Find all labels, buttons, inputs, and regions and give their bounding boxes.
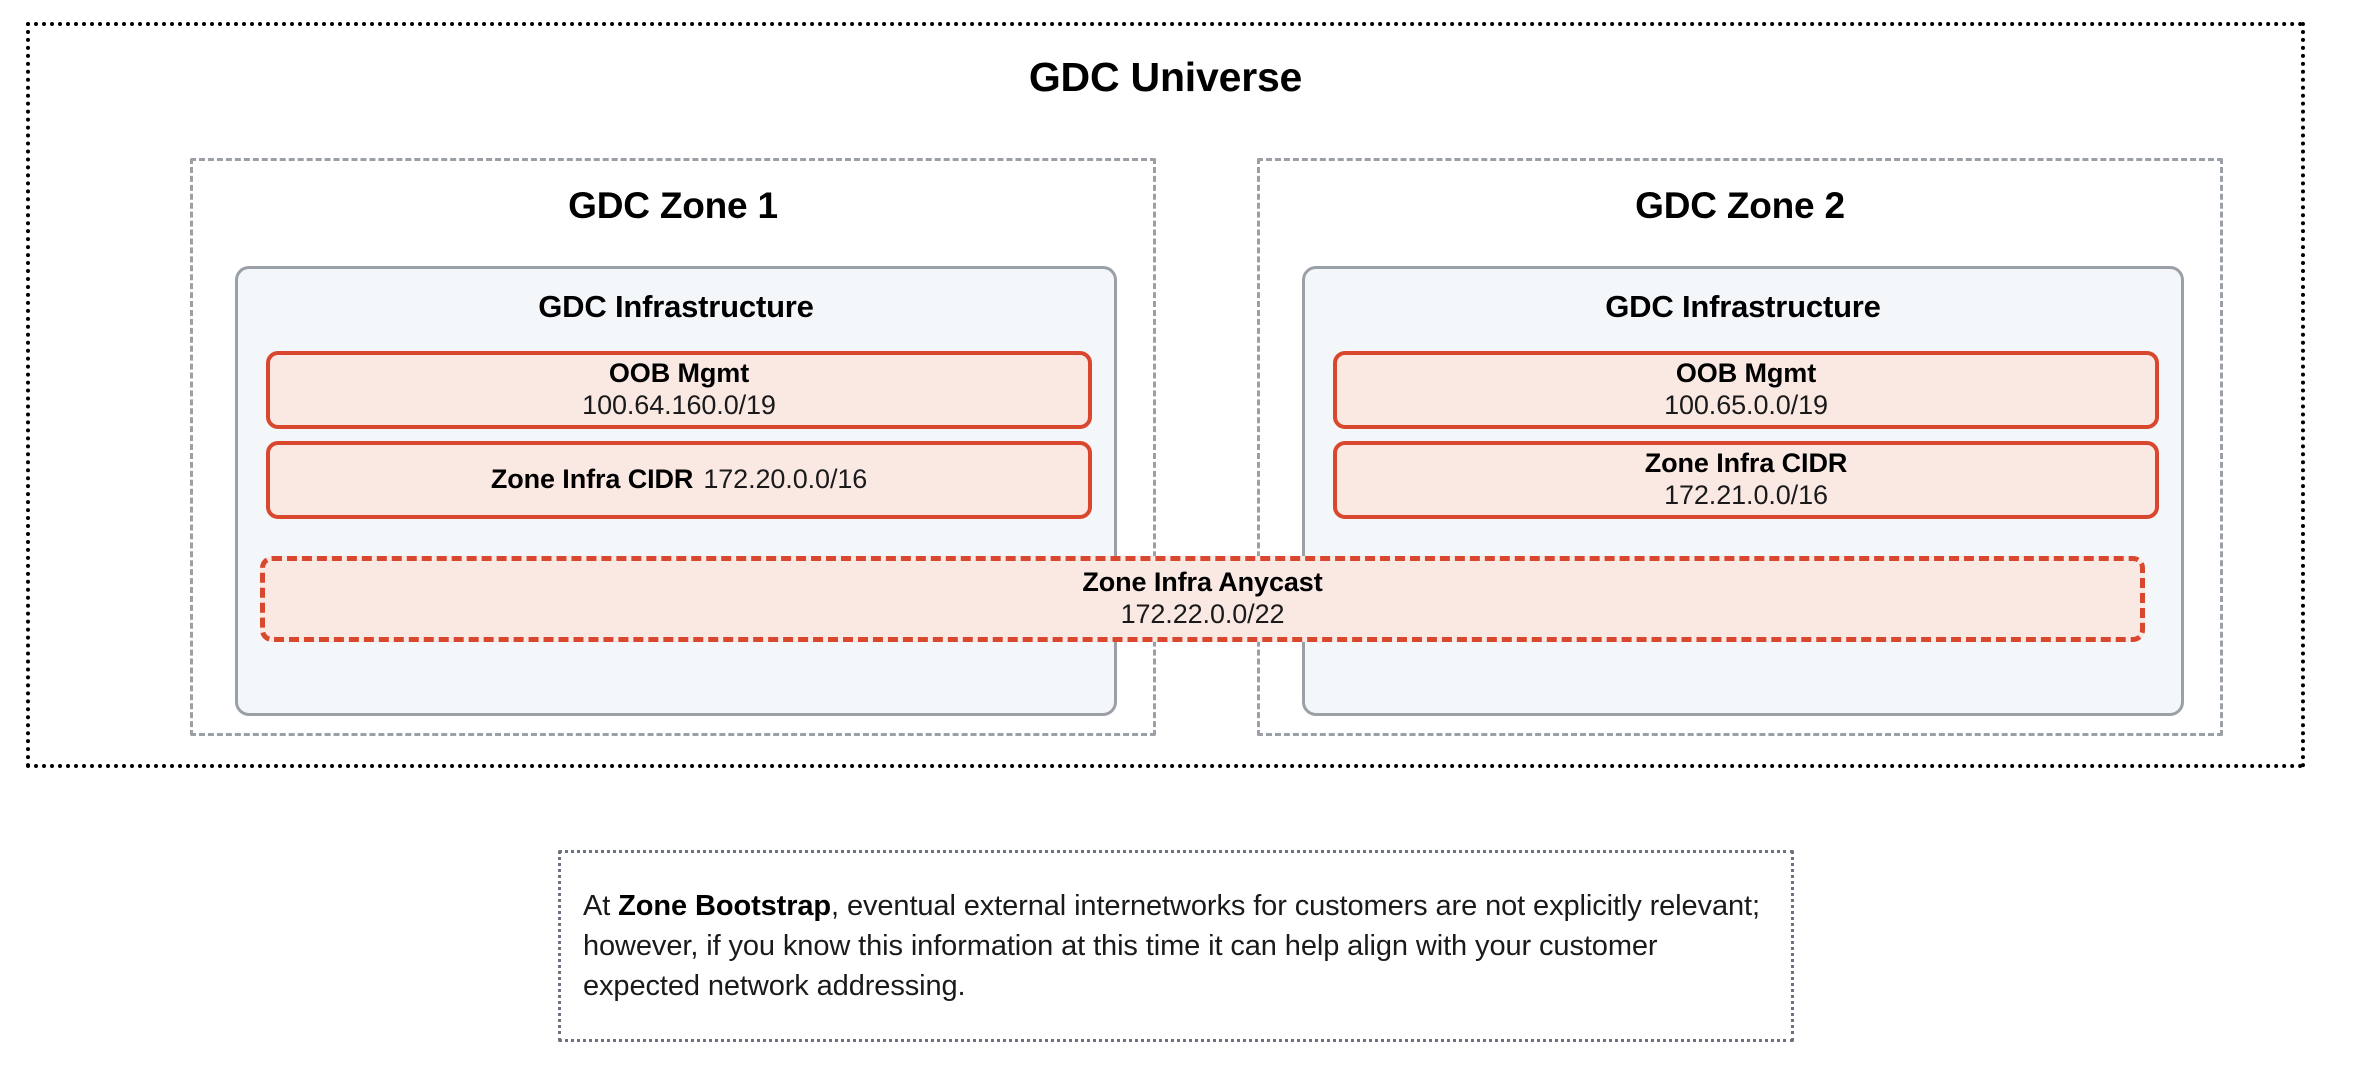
- zone-1-title: GDC Zone 1: [568, 185, 778, 226]
- zone-2-oob-mgmt-box: OOB Mgmt 100.65.0.0/19: [1333, 351, 2159, 429]
- zone-1-infrastructure-panel: GDC Infrastructure OOB Mgmt 100.64.160.0…: [235, 266, 1117, 716]
- zone-infra-anycast-label: Zone Infra Anycast: [1082, 567, 1323, 598]
- zone-1-infra-cidr-value: 172.20.0.0/16: [703, 464, 868, 495]
- note-body: , eventual external internetworks for cu…: [583, 889, 1760, 1002]
- zone-2-infrastructure-panel: GDC Infrastructure OOB Mgmt 100.65.0.0/1…: [1302, 266, 2184, 716]
- zone-infra-anycast-box: Zone Infra Anycast 172.22.0.0/22: [260, 556, 2145, 642]
- zone-2-oob-mgmt-label: OOB Mgmt: [1675, 358, 1817, 389]
- gdc-zone-2-container: GDC Zone 2 GDC Infrastructure OOB Mgmt 1…: [1257, 158, 2223, 736]
- zone-1-infrastructure-title: GDC Infrastructure: [538, 289, 814, 324]
- zone-1-oob-mgmt-label: OOB Mgmt: [608, 358, 750, 389]
- zone-1-oob-mgmt-box: OOB Mgmt 100.64.160.0/19: [266, 351, 1092, 429]
- gdc-universe-container: GDC Universe GDC Zone 1 GDC Infrastructu…: [26, 22, 2305, 768]
- zone-2-infra-cidr-value: 172.21.0.0/16: [1664, 480, 1828, 510]
- zone-1-infra-cidr-label: Zone Infra CIDR: [490, 464, 694, 495]
- zone-2-infra-cidr-box: Zone Infra CIDR 172.21.0.0/16: [1333, 441, 2159, 519]
- zone-2-title: GDC Zone 2: [1635, 185, 1845, 226]
- zone-bootstrap-note-callout: At Zone Bootstrap, eventual external int…: [558, 850, 1794, 1042]
- zone-2-infrastructure-title: GDC Infrastructure: [1605, 289, 1881, 324]
- zone-2-oob-mgmt-cidr: 100.65.0.0/19: [1664, 390, 1828, 420]
- zone-infra-anycast-cidr: 172.22.0.0/22: [1120, 599, 1285, 629]
- note-emphasis: Zone Bootstrap: [618, 889, 832, 922]
- universe-title: GDC Universe: [1028, 54, 1303, 100]
- zone-1-oob-mgmt-cidr: 100.64.160.0/19: [582, 390, 776, 420]
- note-prefix: At: [583, 889, 619, 922]
- gdc-zone-1-container: GDC Zone 1 GDC Infrastructure OOB Mgmt 1…: [190, 158, 1156, 736]
- note-text: At Zone Bootstrap, eventual external int…: [583, 886, 1769, 1006]
- zone-1-infra-cidr-box: Zone Infra CIDR 172.20.0.0/16: [266, 441, 1092, 519]
- zone-2-infra-cidr-label: Zone Infra CIDR: [1644, 448, 1848, 479]
